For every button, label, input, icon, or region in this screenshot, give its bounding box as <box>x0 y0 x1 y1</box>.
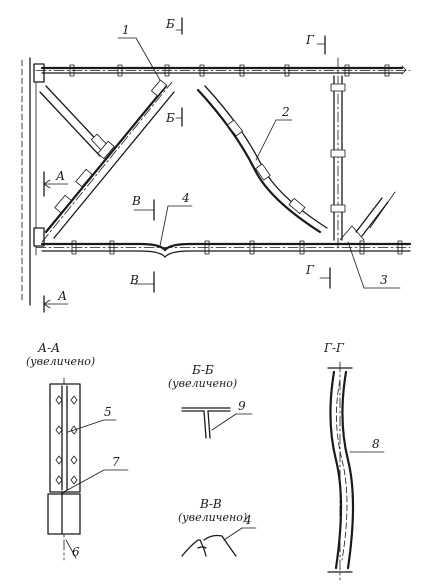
cut-mark-g-bottom: Г <box>305 263 315 277</box>
vertical-post <box>330 57 346 251</box>
cut-marks: Б Б Г Г А А В В <box>43 17 331 313</box>
diagonal-1 <box>41 79 175 243</box>
callout-3: 3 <box>380 273 388 287</box>
section-aa-title: А-А <box>37 341 60 355</box>
callout-5: 5 <box>104 405 112 419</box>
section-gg-title: Г-Г <box>323 341 345 355</box>
top-chord <box>35 64 411 77</box>
callout-1: 1 <box>122 23 130 37</box>
callout-9: 9 <box>238 399 246 413</box>
callouts-main: 1 2 4 3 <box>117 23 401 289</box>
section-vv: В-В (увеличено) 4 <box>178 497 257 557</box>
cut-mark-v-bottom: В <box>129 273 139 287</box>
cut-mark-v-top: В <box>131 194 141 208</box>
callout-4b: 4 <box>243 513 252 527</box>
right-stub <box>339 191 396 241</box>
section-bb: Б-Б (увеличено) 9 <box>168 363 253 439</box>
cut-mark-a-top: А <box>55 169 65 183</box>
section-aa: А-А (увеличено) 5 7 6 <box>26 341 129 561</box>
section-bb-subtitle: (увеличено) <box>168 377 237 390</box>
section-vv-title: В-В <box>199 497 222 511</box>
cut-mark-a-bottom: А <box>57 289 67 303</box>
section-bb-title: Б-Б <box>191 363 214 377</box>
callout-4: 4 <box>181 191 190 205</box>
left-brace <box>39 85 108 157</box>
diagonal-2 <box>196 85 328 234</box>
callout-2: 2 <box>281 105 290 119</box>
section-aa-subtitle: (увеличено) <box>26 355 95 368</box>
callout-6: 6 <box>72 545 80 559</box>
cut-mark-g-top: Г <box>305 33 315 47</box>
bottom-chord <box>35 240 412 258</box>
cut-mark-b-top: Б <box>165 17 175 31</box>
callout-7: 7 <box>112 455 120 469</box>
section-gg: Г-Г 8 <box>323 341 385 581</box>
section-vv-subtitle: (увеличено) <box>178 511 247 524</box>
truss-elevation: Б Б Г Г А А В В <box>21 17 412 313</box>
callout-8: 8 <box>372 437 380 451</box>
wall-support <box>21 57 45 306</box>
cut-mark-b-bottom: Б <box>165 111 175 125</box>
